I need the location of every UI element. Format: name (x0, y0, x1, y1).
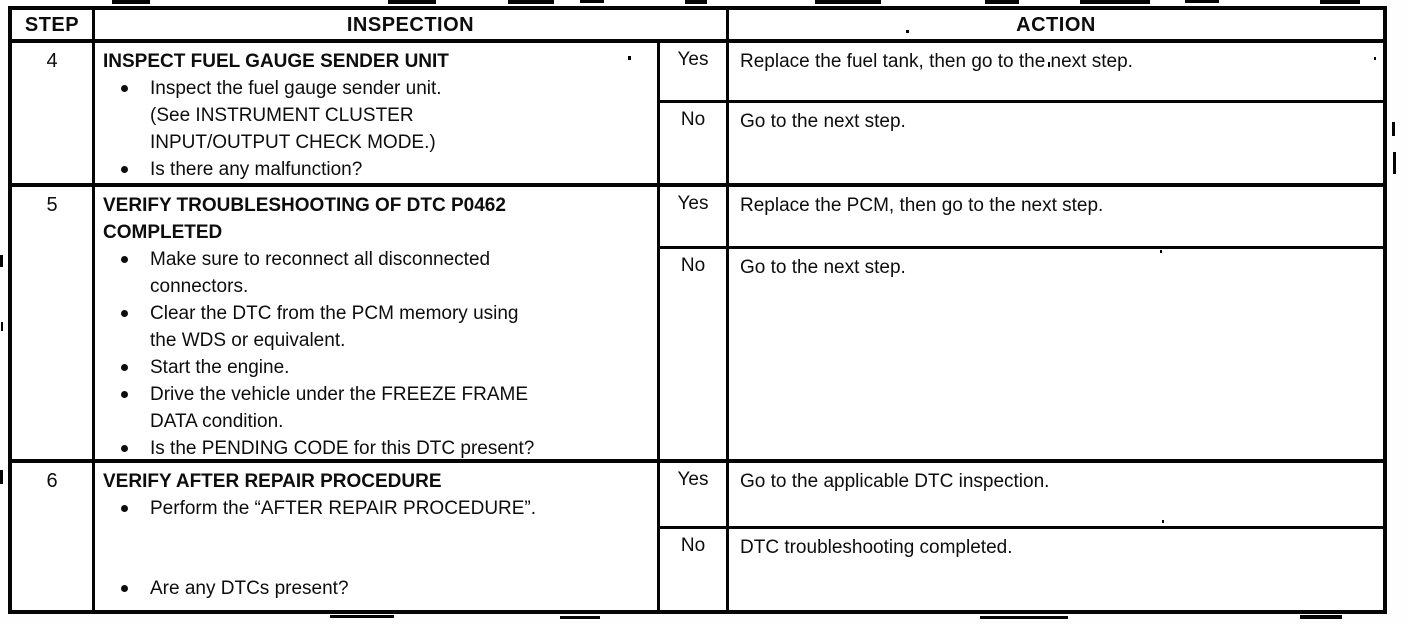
scan-artifact (580, 0, 604, 3)
scan-artifact (388, 0, 436, 4)
no-action-text: Go to the next step. (740, 257, 906, 278)
bullet-text: Is the PENDING CODE for this DTC present… (150, 438, 535, 459)
bullet-text: Make sure to reconnect all disconnected … (150, 249, 491, 297)
scan-artifact (112, 0, 150, 4)
scan-artifact (1300, 615, 1342, 619)
scan-artifact (330, 615, 394, 618)
bullet-text: Are any DTCs present? (150, 578, 349, 599)
yes-action-text: Go to the applicable DTC inspection. (740, 471, 1050, 492)
scan-artifact (1374, 57, 1376, 60)
yes-row: Yes Go to the applicable DTC inspection. (660, 463, 1383, 529)
troubleshooting-table: STEP INSPECTION ACTION 4 INSPECT FUEL GA… (8, 6, 1387, 614)
no-label: No (660, 249, 729, 459)
scan-artifact (0, 470, 3, 484)
table-row-step-6: 6 VERIFY AFTER REPAIR PROCEDURE Perform … (12, 463, 1383, 610)
scan-artifact (560, 616, 600, 619)
yes-no-action-block: Yes Replace the fuel tank, then go to th… (660, 43, 1383, 183)
yes-label: Yes (660, 463, 729, 526)
bullet-text: Start the engine. (150, 357, 290, 378)
yes-label: Yes (660, 187, 729, 246)
step-number: 4 (12, 43, 95, 183)
scan-artifact (1320, 0, 1360, 4)
bullet-icon (121, 310, 128, 317)
bullet-icon (121, 505, 128, 512)
table-row-step-4: 4 INSPECT FUEL GAUGE SENDER UNIT Inspect… (12, 43, 1383, 187)
header-step: STEP (12, 10, 95, 39)
bullet-icon (121, 391, 128, 398)
bullet-item: Clear the DTC from the PCM memory using … (103, 300, 651, 354)
yes-action-text: Replace the fuel tank, then go to the ne… (740, 51, 1133, 72)
scan-artifact (1, 322, 3, 331)
bullet-item: Are any DTCs present? (103, 575, 651, 602)
inspection-cell: VERIFY AFTER REPAIR PROCEDURE Perform th… (95, 463, 660, 610)
scan-artifact (985, 0, 1019, 4)
bullet-icon (121, 256, 128, 263)
yes-row: Yes Replace the fuel tank, then go to th… (660, 43, 1383, 103)
step-number: 6 (12, 463, 95, 610)
header-inspection: INSPECTION (95, 10, 729, 39)
bullet-icon (121, 585, 128, 592)
bullet-text: Inspect the fuel gauge sender unit. (See… (150, 78, 442, 153)
no-action-text: DTC troubleshooting completed. (740, 537, 1013, 558)
bullet-text: Perform the “AFTER REPAIR PROCEDURE”. (150, 498, 537, 519)
bullet-item: Perform the “AFTER REPAIR PROCEDURE”. (103, 495, 651, 522)
scan-artifact (1185, 0, 1219, 3)
no-label: No (660, 103, 729, 183)
scan-artifact (628, 56, 631, 60)
bullet-text: Is there any malfunction? (150, 159, 363, 180)
no-row: No Go to the next step. (660, 249, 1383, 459)
yes-no-action-block: Yes Go to the applicable DTC inspection.… (660, 463, 1383, 610)
inspection-cell: VERIFY TROUBLESHOOTING OF DTC P0462 COMP… (95, 187, 660, 459)
no-row: No DTC troubleshooting completed. (660, 529, 1383, 610)
bullet-text: Clear the DTC from the PCM memory using … (150, 303, 519, 351)
header-action: ACTION (1016, 14, 1096, 36)
scan-artifact (1393, 152, 1396, 174)
bullet-item: Start the engine. (103, 354, 651, 381)
no-action-text: Go to the next step. (740, 111, 906, 132)
table-row-step-5: 5 VERIFY TROUBLESHOOTING OF DTC P0462 CO… (12, 187, 1383, 463)
yes-row: Yes Replace the PCM, then go to the next… (660, 187, 1383, 249)
yes-label: Yes (660, 43, 729, 100)
scan-artifact (815, 0, 881, 4)
step-number: 5 (12, 187, 95, 459)
scan-artifact (685, 0, 707, 4)
table-header-row: STEP INSPECTION ACTION (12, 10, 1383, 43)
bullet-item: Drive the vehicle under the FREEZE FRAME… (103, 381, 651, 435)
bullet-icon (121, 364, 128, 371)
scan-artifact (1048, 62, 1050, 67)
inspection-title: INSPECT FUEL GAUGE SENDER UNIT (103, 51, 449, 72)
no-label: No (660, 529, 729, 610)
yes-no-action-block: Yes Replace the PCM, then go to the next… (660, 187, 1383, 459)
bullet-icon (121, 166, 128, 173)
inspection-title: VERIFY TROUBLESHOOTING OF DTC P0462 COMP… (103, 195, 506, 243)
scan-artifact (1392, 122, 1395, 136)
scan-artifact (0, 255, 3, 267)
inspection-cell: INSPECT FUEL GAUGE SENDER UNIT Inspect t… (95, 43, 660, 183)
bullet-text: Drive the vehicle under the FREEZE FRAME… (150, 384, 529, 432)
scan-artifact (1160, 250, 1162, 253)
yes-action-text: Replace the PCM, then go to the next ste… (740, 195, 1104, 216)
bullet-icon (121, 85, 128, 92)
bullet-icon (121, 445, 128, 452)
scan-artifact (1162, 520, 1164, 523)
scan-artifact (1080, 0, 1150, 4)
inspection-title: VERIFY AFTER REPAIR PROCEDURE (103, 471, 442, 492)
scan-artifact (980, 616, 1068, 619)
bullet-item: Is there any malfunction? (103, 156, 651, 183)
no-row: No Go to the next step. (660, 103, 1383, 183)
scan-artifact (508, 0, 554, 4)
bullet-item: Inspect the fuel gauge sender unit. (See… (103, 75, 651, 156)
scan-artifact (906, 30, 909, 33)
bullet-item: Make sure to reconnect all disconnected … (103, 246, 651, 300)
bullet-item: Is the PENDING CODE for this DTC present… (103, 435, 651, 459)
